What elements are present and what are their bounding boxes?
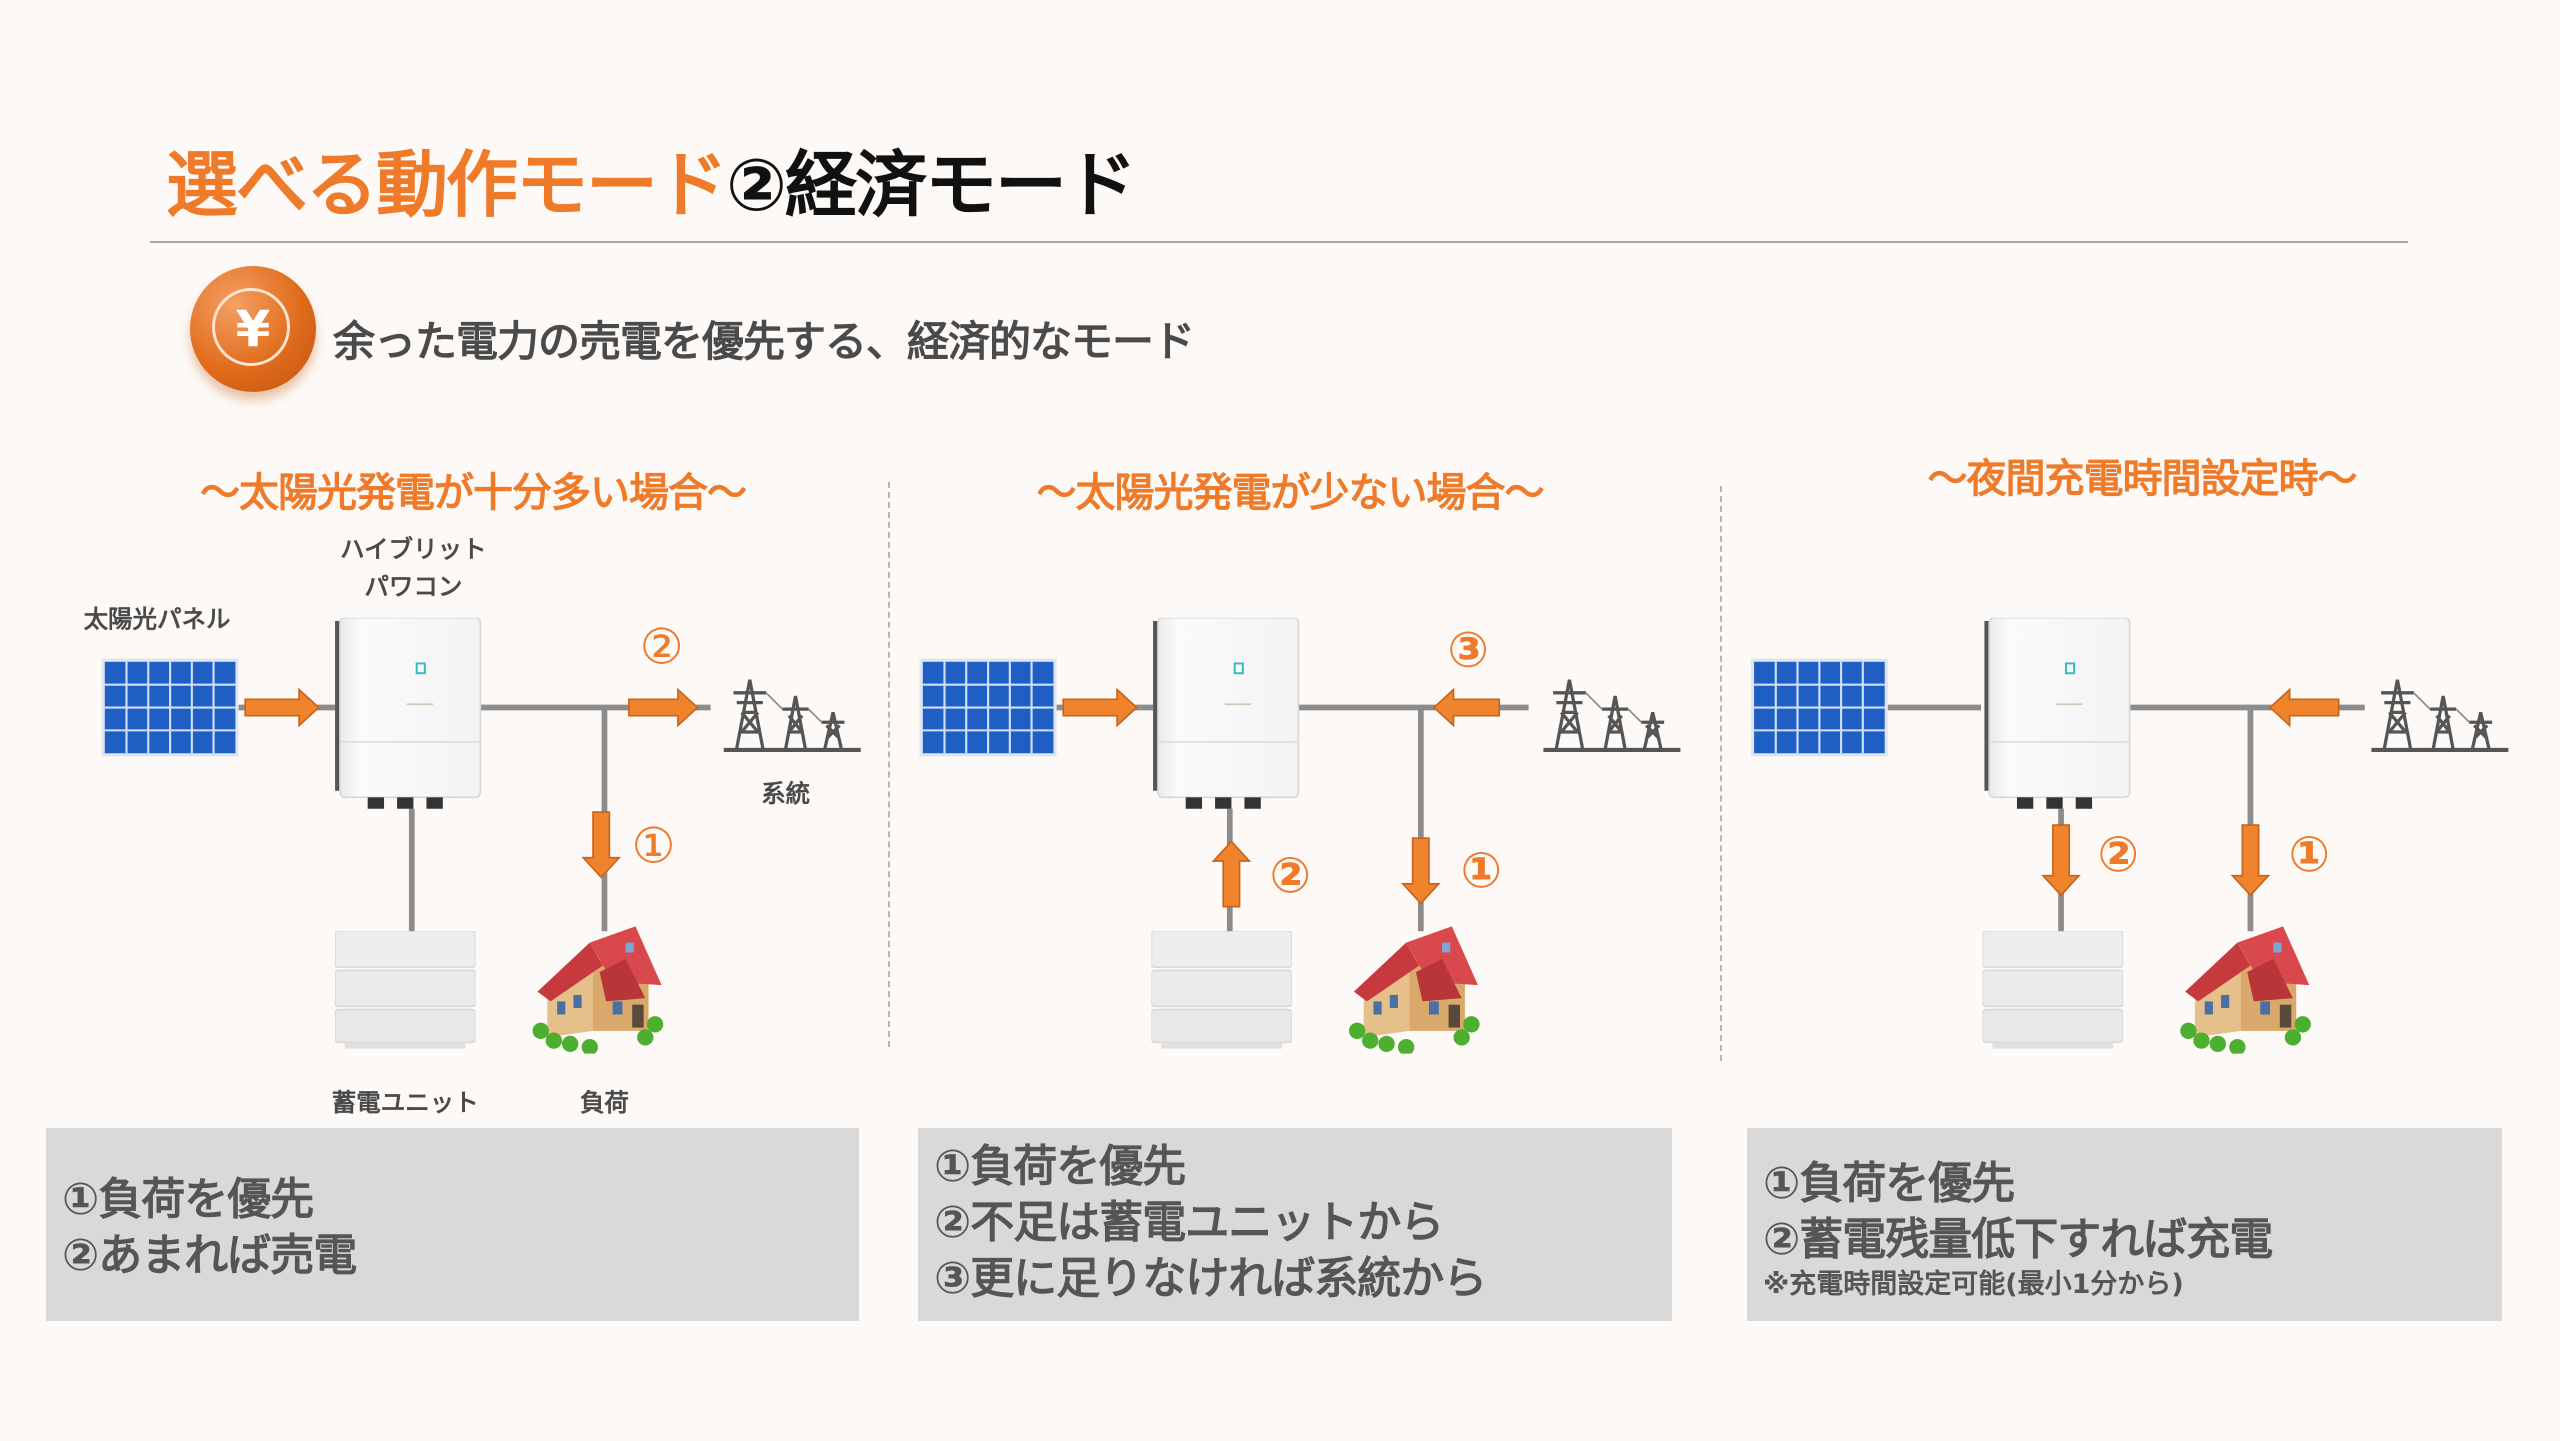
panel-3-diagram: ② ① <box>1750 617 2512 1054</box>
title-black: ②経済モード <box>726 143 1137 227</box>
yen-coin-icon: ¥ <box>190 266 316 392</box>
note-line: ①負荷を優先 <box>1763 1158 2015 1209</box>
arrow-to-grid <box>628 687 699 728</box>
power-grid-towers-icon <box>724 680 861 750</box>
note-line: ②蓄電残量低下すれば充電 <box>1763 1214 2273 1265</box>
note-line: ②あまれば売電 <box>62 1230 357 1281</box>
power-grid-towers-icon <box>1543 680 1680 750</box>
panel-2-heading: ～太陽光発電が少ない場合～ <box>1036 470 1545 516</box>
solar-panel-icon <box>1750 658 1888 757</box>
yen-coin-ring <box>212 288 290 366</box>
footnote: ※充電時間設定可能(最小1分から) <box>1763 1269 2184 1300</box>
battery-unit-icon <box>1151 931 1292 1049</box>
battery-unit-icon <box>1982 931 2124 1049</box>
panel-1-notes: ①負荷を優先 ②あまれば売電 <box>46 1128 859 1321</box>
panel-1-heading: ～太陽光発電が十分多い場合～ <box>200 470 747 516</box>
note-line: ②不足は蓄電ユニットから <box>934 1197 1444 1248</box>
power-grid-towers-icon <box>2371 680 2508 750</box>
panel-divider-2 <box>1720 486 1722 1061</box>
label-inverter-line2: パワコン <box>364 572 462 601</box>
flow-label-load: ① <box>1461 842 1502 899</box>
panel-1-diagram: ② ① 太陽光パネル ハイブリット パワコン 系統 蓄電ユニット 負荷 <box>84 534 866 1117</box>
label-grid: 系統 <box>761 779 810 808</box>
hybrid-inverter-icon <box>1984 617 2131 810</box>
house-load-icon <box>1348 926 1480 1054</box>
panel-2-notes: ①負荷を優先 ②不足は蓄電ユニットから ③更に足りなければ系統から <box>918 1128 1672 1321</box>
solar-panel-icon <box>919 658 1057 757</box>
arrow-solar-to-inverter <box>1062 687 1138 728</box>
panel-3-notes: ①負荷を優先 ②蓄電残量低下すれば充電 ※充電時間設定可能(最小1分から) <box>1747 1128 2502 1321</box>
label-load: 負荷 <box>580 1088 629 1117</box>
label-battery: 蓄電ユニット <box>332 1088 479 1117</box>
house-load-icon <box>2180 926 2311 1054</box>
arrow-to-battery <box>2041 824 2081 897</box>
note-line: ①負荷を優先 <box>62 1174 314 1225</box>
arrow-from-grid <box>1432 687 1501 728</box>
hybrid-inverter-icon <box>1153 617 1300 810</box>
label-solar-panel: 太陽光パネル <box>84 605 231 634</box>
mode-description: 余った電力の売電を優先する、経済的なモード <box>333 317 1195 366</box>
flow-label-load: ① <box>631 818 675 875</box>
arrow-from-battery <box>1211 840 1252 908</box>
label-inverter-line1: ハイブリット <box>340 534 486 563</box>
flow-label-load: ① <box>2289 826 2330 883</box>
solar-panel-icon <box>101 658 239 757</box>
note-line: ①負荷を優先 <box>934 1141 1186 1192</box>
panel-2-diagram: ③ ② ① <box>919 617 1684 1054</box>
title-divider <box>150 241 2408 243</box>
panel-3-heading: ～夜間充電時間設定時～ <box>1927 456 2358 502</box>
flow-label-battery: ② <box>1269 847 1310 904</box>
flow-label-grid: ③ <box>1447 622 1488 679</box>
arrow-to-load <box>2230 824 2271 897</box>
note-line: ③更に足りなければ系統から <box>934 1253 1487 1304</box>
arrow-to-load <box>1401 837 1441 905</box>
arrow-solar-to-inverter <box>244 687 320 728</box>
flow-label-grid: ② <box>640 618 684 675</box>
yen-symbol: ¥ <box>235 300 271 358</box>
flow-label-battery: ② <box>2097 826 2138 883</box>
arrow-to-load <box>581 811 622 879</box>
battery-unit-icon <box>335 931 476 1049</box>
arrow-from-grid <box>2268 687 2340 728</box>
hybrid-inverter-icon <box>335 617 482 810</box>
title-orange: 選べる動作モード <box>166 143 728 227</box>
panel-divider-1 <box>888 482 890 1047</box>
house-load-icon <box>532 926 664 1054</box>
page-title: 選べる動作モード②経済モード <box>166 126 1137 231</box>
